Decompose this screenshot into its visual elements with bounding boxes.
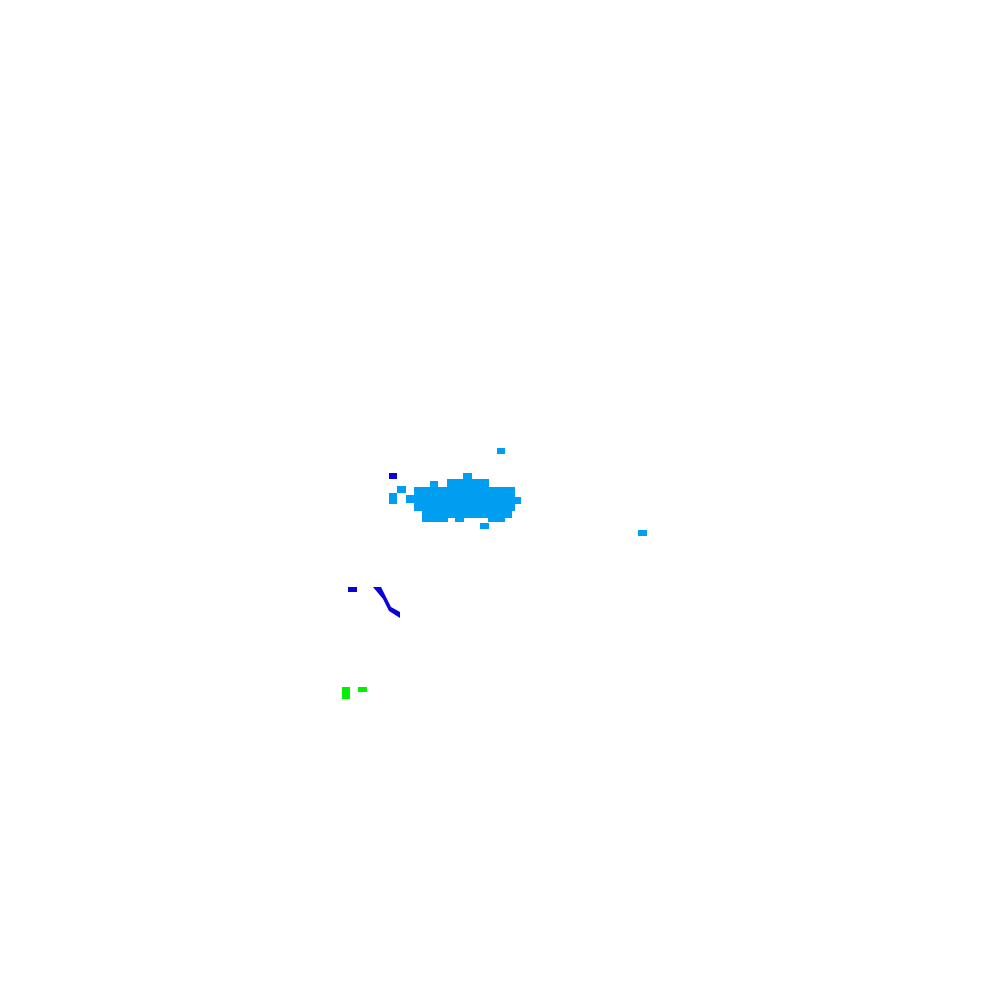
light-blue-pixel	[430, 481, 438, 487]
dark-blue-pixel	[348, 587, 357, 592]
light-blue-pixel	[497, 448, 505, 454]
light-blue-cluster	[389, 448, 647, 536]
light-blue-pixel	[422, 511, 512, 518]
light-blue-pixel	[414, 503, 515, 511]
light-blue-pixel	[638, 530, 647, 536]
light-blue-pixel	[414, 487, 515, 495]
dark-blue-patch	[348, 473, 397, 592]
dark-blue-streak	[373, 587, 400, 618]
green-patch	[342, 687, 367, 699]
dark-blue-pixel	[389, 473, 397, 479]
light-blue-pixel	[488, 517, 505, 522]
dark-blue-streak-shape	[373, 587, 400, 618]
light-blue-pixel	[513, 497, 521, 504]
light-blue-pixel	[406, 495, 515, 503]
light-blue-pixel	[455, 517, 464, 522]
light-blue-pixel	[397, 486, 406, 493]
light-blue-pixel	[480, 523, 489, 529]
light-blue-pixel	[463, 473, 472, 479]
light-blue-pixel	[389, 493, 397, 504]
light-blue-pixel	[422, 517, 448, 522]
green-pixel	[342, 687, 350, 699]
light-blue-pixel	[447, 479, 489, 487]
green-pixel	[358, 687, 367, 692]
